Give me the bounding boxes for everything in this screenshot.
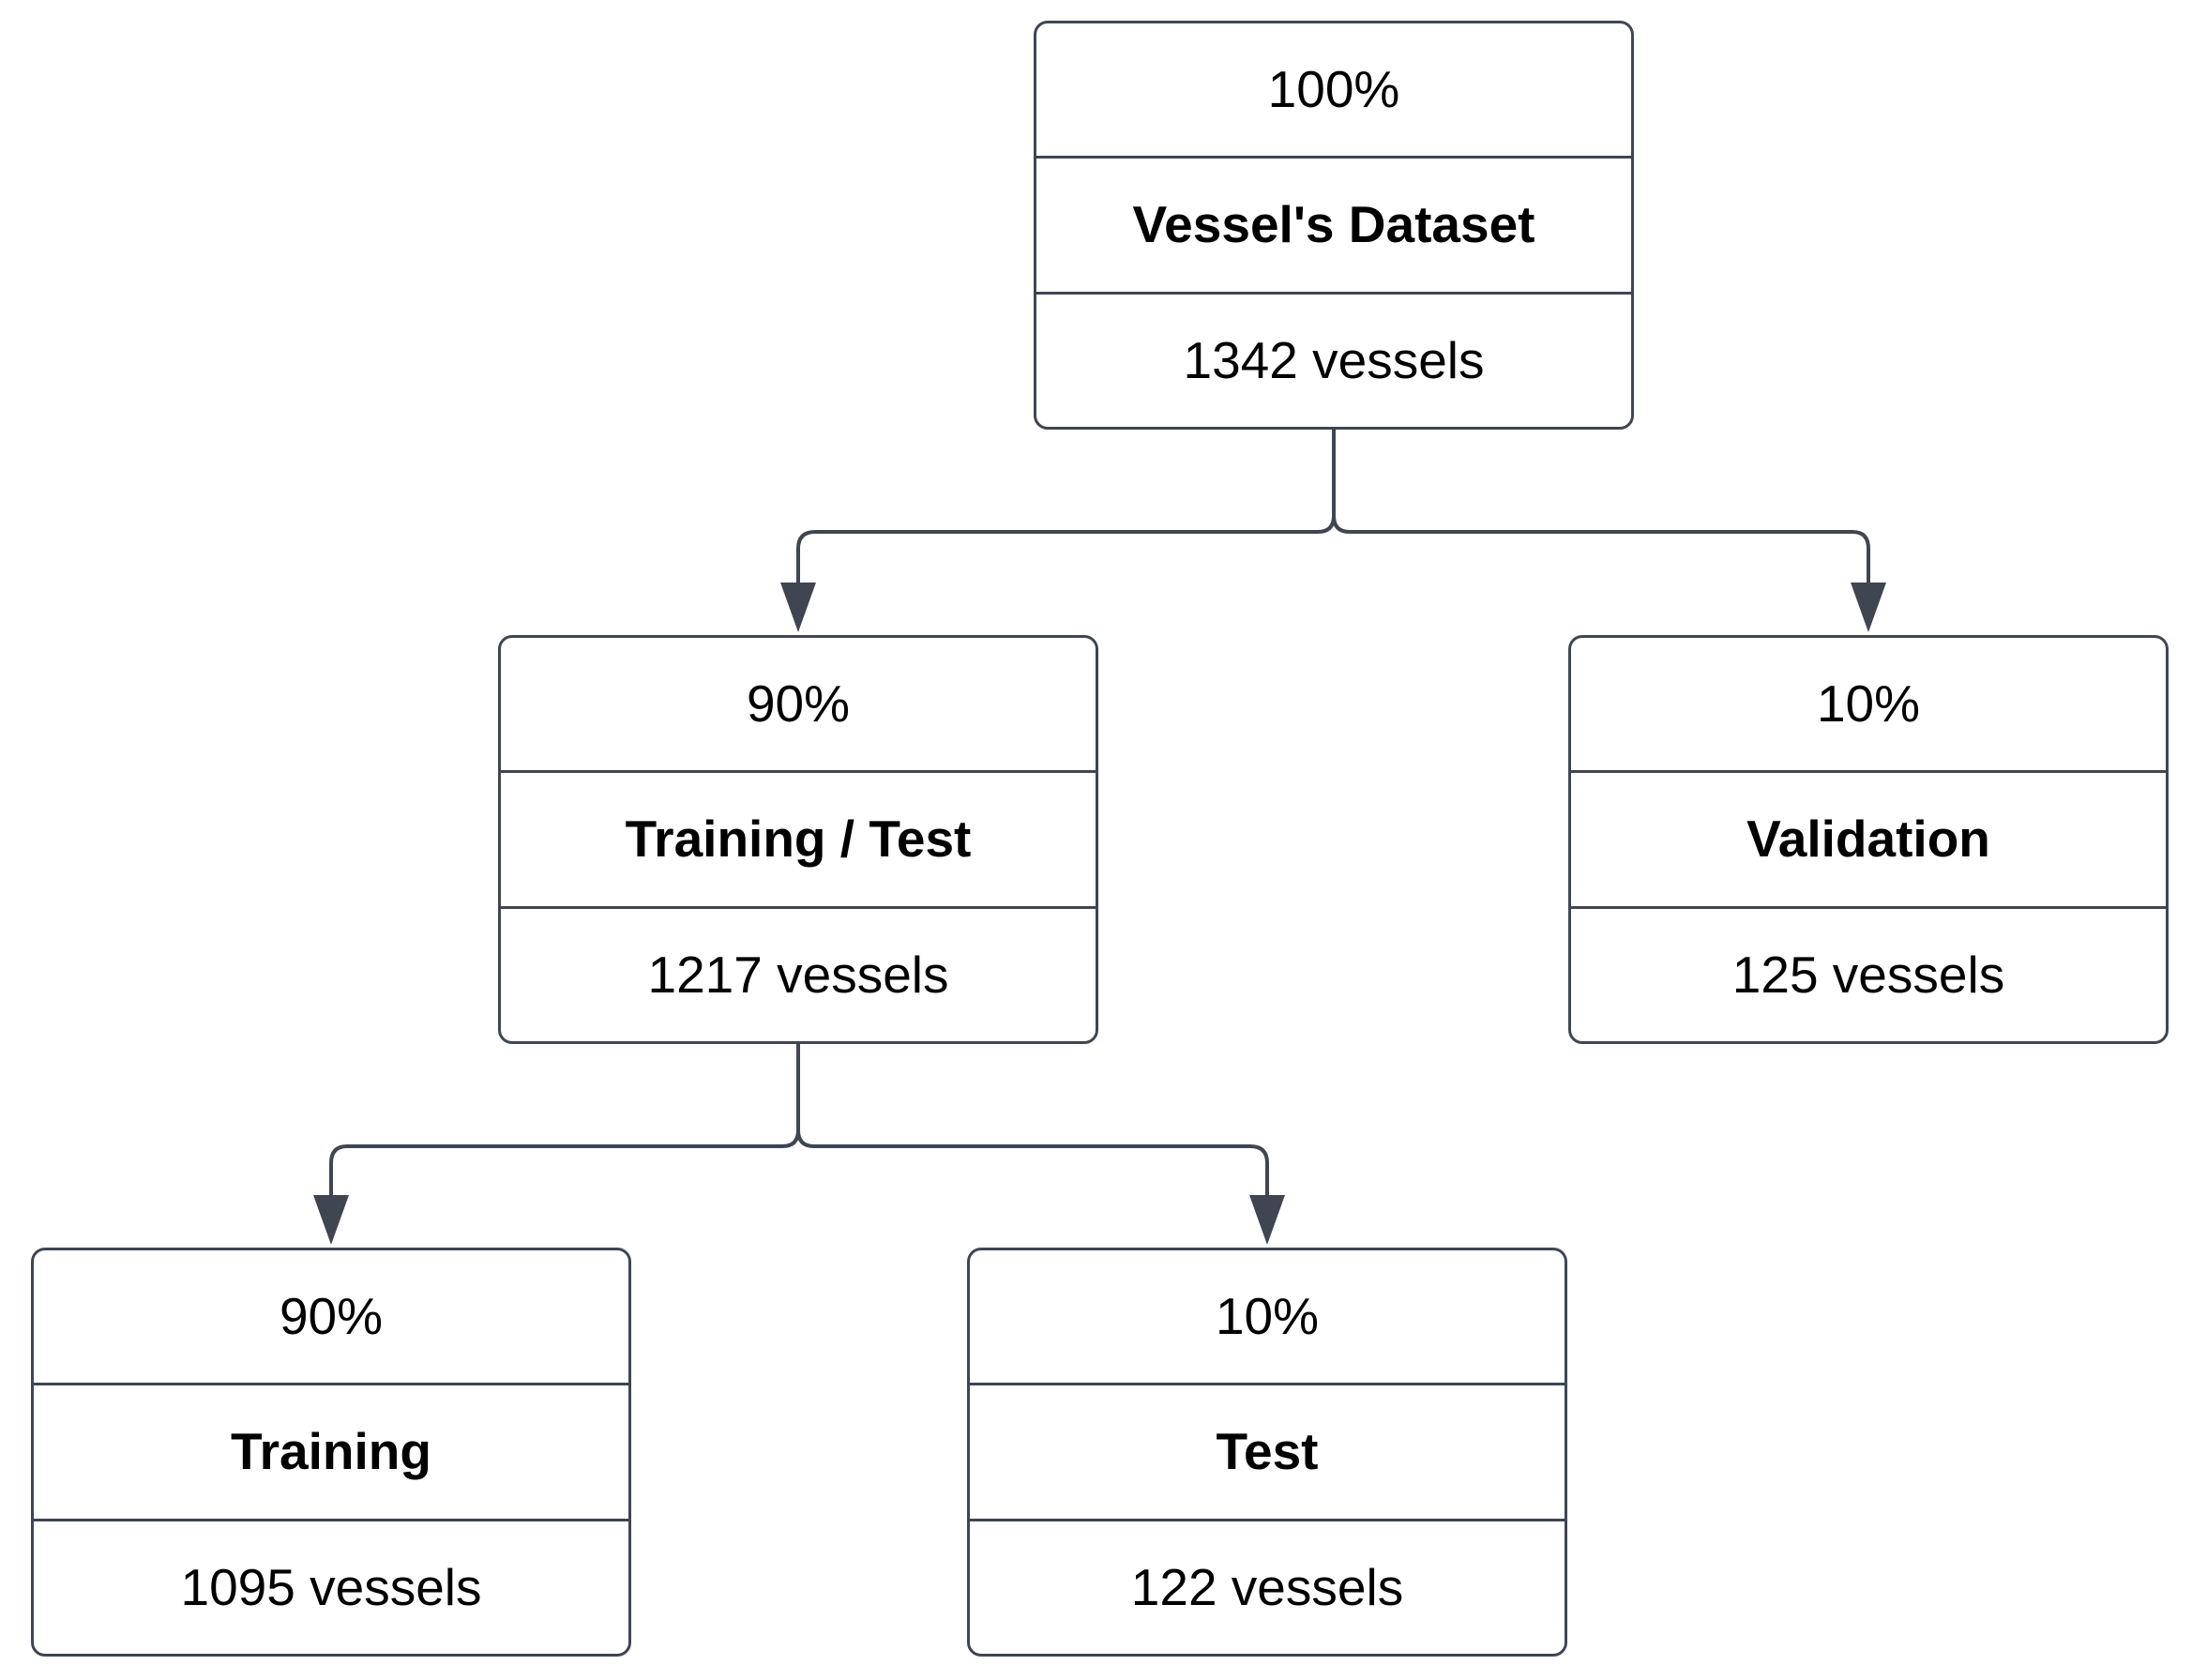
node-training: 90% Training 1095 vessels [31, 1248, 631, 1657]
node-count: 122 vessels [970, 1518, 1565, 1654]
node-percent: 90% [279, 1287, 384, 1346]
connector-training-test-to-test [796, 1044, 1269, 1199]
node-test: 10% Test 122 vessels [967, 1248, 1567, 1657]
node-name: Test [970, 1383, 1565, 1518]
connector-root-to-validation [1332, 430, 1870, 586]
arrowhead-to-training-test [780, 583, 816, 632]
arrowhead-to-validation [1851, 583, 1886, 632]
node-validation: 10% Validation 125 vessels [1568, 635, 2169, 1044]
node-name: Validation [1571, 770, 2166, 905]
node-training-test: 90% Training / Test 1217 vessels [498, 635, 1098, 1044]
connector-root-to-training-test [796, 430, 1336, 586]
node-percent: 100% [1267, 60, 1400, 119]
node-name: Training / Test [501, 770, 1096, 905]
node-percent: 10% [1215, 1287, 1320, 1346]
node-count: 1217 vessels [501, 905, 1096, 1041]
node-count: 1095 vessels [34, 1518, 628, 1654]
node-count: 1342 vessels [1036, 291, 1631, 427]
arrowhead-to-test [1249, 1195, 1285, 1245]
node-name: Vessel's Dataset [1036, 156, 1631, 291]
node-percent: 90% [746, 674, 851, 734]
connector-training-test-to-training [329, 1044, 800, 1199]
node-count: 125 vessels [1571, 905, 2166, 1041]
arrowhead-to-training [313, 1195, 349, 1245]
node-percent: 10% [1816, 674, 1921, 734]
node-vessels-dataset: 100% Vessel's Dataset 1342 vessels [1034, 21, 1634, 430]
node-name: Training [34, 1383, 628, 1518]
